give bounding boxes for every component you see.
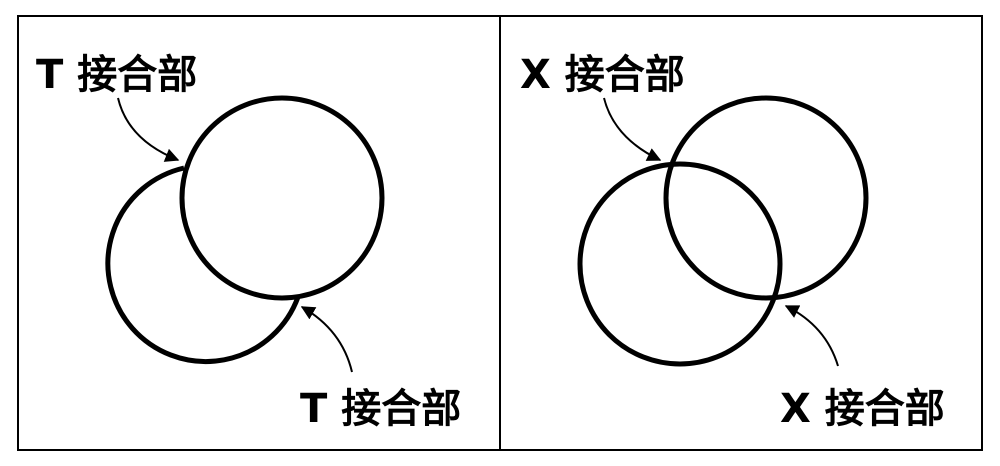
t-back-circle-arc <box>105 165 301 365</box>
t-front-circle <box>179 95 385 301</box>
t-junction-panel: T 接合部 T 接合部 <box>36 52 461 432</box>
t-upper-label: T 接合部 <box>36 52 197 98</box>
t-lower-label: T 接合部 <box>300 386 461 432</box>
x-back-circle <box>577 161 783 367</box>
x-front-circle <box>663 95 869 301</box>
x-lower-label: X 接合部 <box>780 386 945 432</box>
x-junction-panel: X 接合部 X 接合部 <box>520 52 945 432</box>
x-upper-label: X 接合部 <box>520 52 685 98</box>
x-upper-arrow <box>603 97 662 161</box>
t-upper-arrow <box>117 97 180 162</box>
x-lower-arrow <box>784 305 839 367</box>
t-lower-arrow <box>300 306 353 373</box>
